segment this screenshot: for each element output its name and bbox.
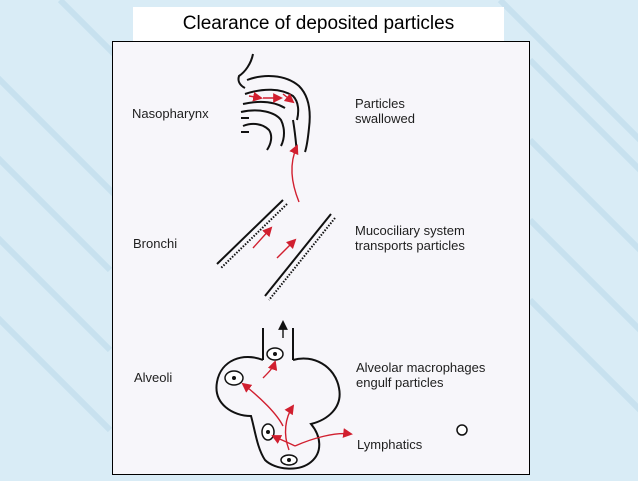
- alveoli-arrows: [241, 320, 353, 451]
- desc-nasopharynx-line2: swallowed: [355, 111, 415, 126]
- desc-alveoli-line1: Alveolar macrophages: [356, 360, 486, 375]
- clearance-diagram: [215, 53, 468, 470]
- label-bronchi: Bronchi: [133, 236, 178, 251]
- desc-nasopharynx-line1: Particles: [355, 96, 405, 111]
- slide-title: Clearance of deposited particles: [133, 7, 504, 41]
- label-lymphatics: Lymphatics: [357, 437, 423, 452]
- bronchi-drawing: [216, 199, 336, 301]
- bronchi-arrows: [252, 226, 297, 259]
- macrophage-nuclei: [232, 352, 291, 462]
- alveoli-drawing: [215, 328, 341, 470]
- nasopharynx-arrows: [248, 91, 300, 203]
- macrophage-cells: [224, 347, 468, 466]
- label-alveoli: Alveoli: [134, 370, 173, 385]
- desc-bronchi-line1: Mucociliary system: [355, 223, 465, 238]
- diagram-panel: Nasopharynx Particles swallowed Bronchi …: [112, 41, 530, 475]
- desc-bronchi-line2: transports particles: [355, 238, 465, 253]
- nasopharynx-drawing: [237, 53, 311, 155]
- desc-alveoli-line2: engulf particles: [356, 375, 444, 390]
- label-nasopharynx: Nasopharynx: [132, 106, 209, 121]
